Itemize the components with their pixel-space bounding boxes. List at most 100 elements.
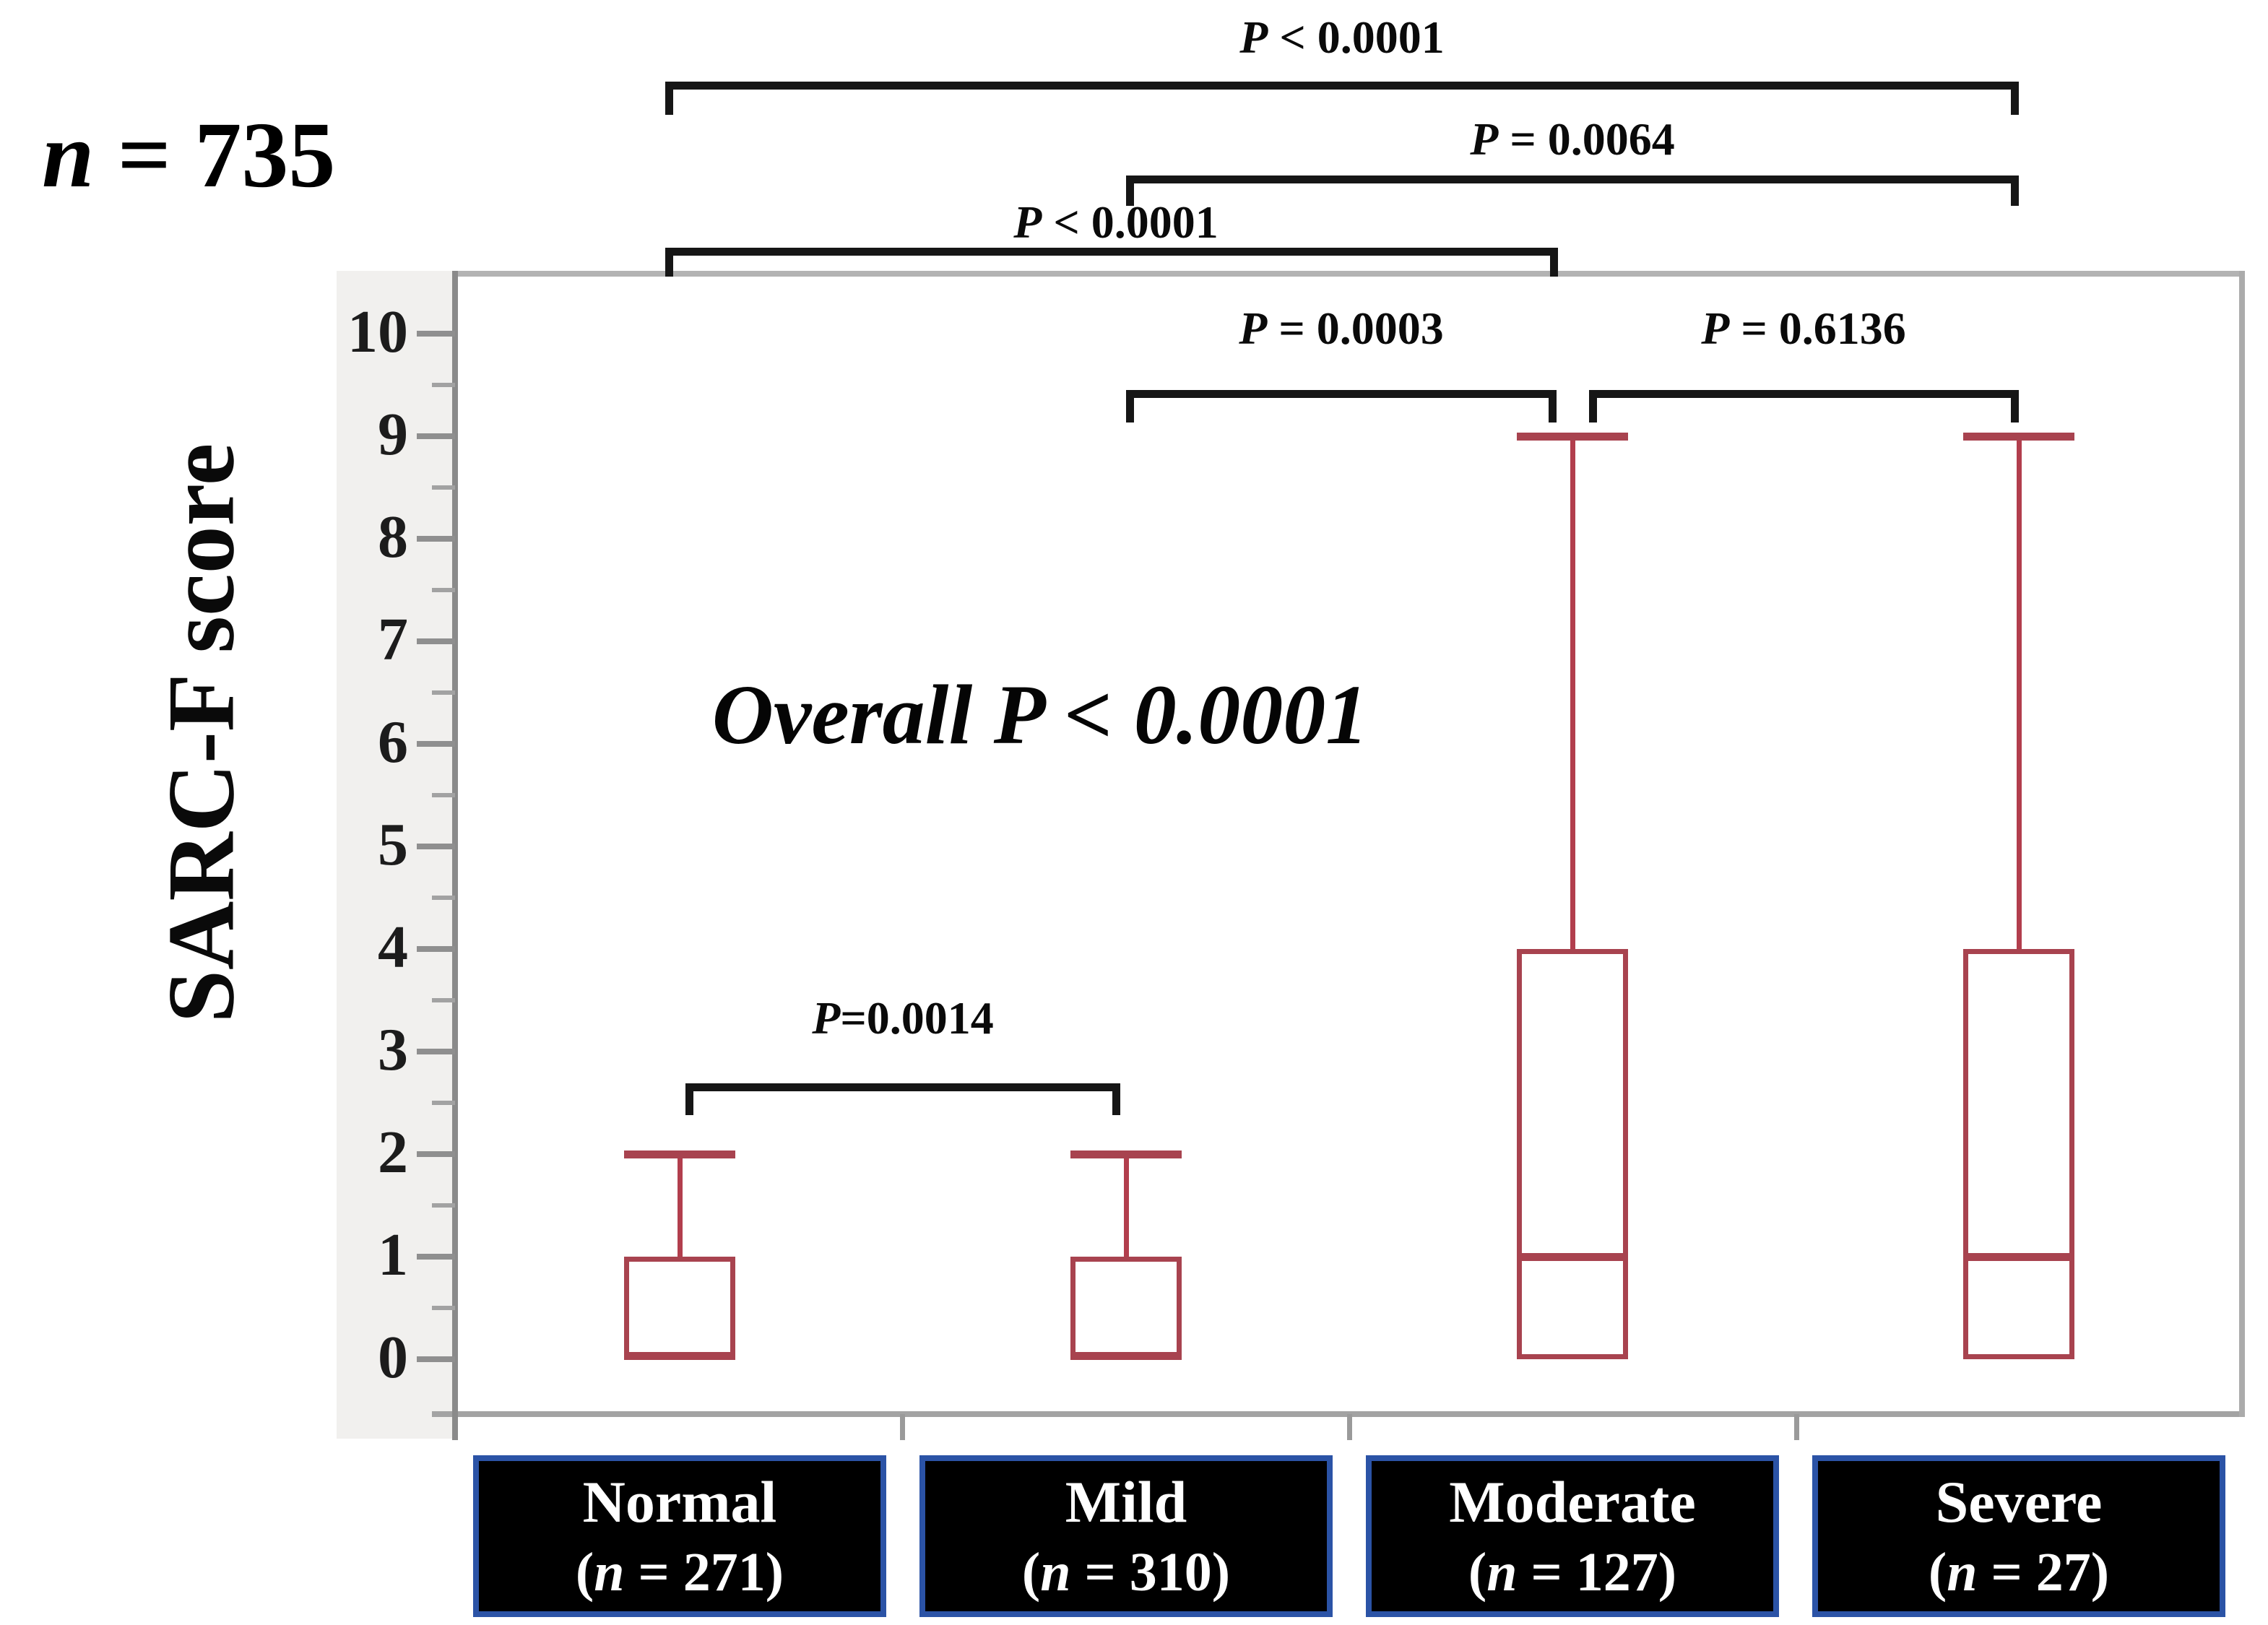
whisker-cap-severe <box>1963 433 2074 441</box>
y-tick-label: 9 <box>378 401 408 468</box>
y-tick-label: 1 <box>378 1221 408 1288</box>
y-tick-label: 8 <box>378 503 408 571</box>
y-major-tick <box>417 638 455 644</box>
y-axis-tick-strip <box>337 271 455 1439</box>
category-count: (n = 27) <box>1929 1545 2109 1600</box>
p-symbol: P <box>1013 196 1042 248</box>
y-major-tick <box>417 1049 455 1054</box>
comparison-bracket-tick-right <box>2011 176 2019 206</box>
whisker-cap-normal <box>624 1150 735 1158</box>
comparison-bracket-line <box>665 248 1558 256</box>
y-minor-tick <box>432 998 455 1002</box>
sample-size-n-symbol: n <box>42 103 95 207</box>
p-symbol: P <box>1470 113 1499 165</box>
count-text: ( <box>575 1542 594 1603</box>
category-count: (n = 127) <box>1468 1545 1676 1600</box>
median-line-mild <box>1070 1352 1182 1360</box>
count-n-symbol: n <box>594 1542 625 1603</box>
y-tick-label: 7 <box>378 606 408 673</box>
category-count: (n = 271) <box>576 1545 784 1600</box>
p-value-label: P = 0.6136 <box>1701 302 1906 355</box>
comparison-bracket-tick-right <box>2011 82 2019 115</box>
y-minor-tick <box>432 588 455 592</box>
sample-size-value: = 735 <box>94 103 336 207</box>
comparison-bracket-tick-right <box>1112 1083 1120 1115</box>
box-plot-mild <box>1070 1257 1182 1359</box>
category-divider-tick <box>1347 1414 1352 1440</box>
category-name: Normal <box>582 1469 777 1535</box>
category-label-moderate: Moderate (n = 127) <box>1366 1455 1779 1617</box>
count-text: ( <box>1928 1542 1947 1603</box>
comparison-bracket-tick-left <box>1126 390 1134 422</box>
y-major-tick <box>417 331 455 337</box>
count-n-symbol: n <box>1947 1542 1978 1603</box>
p-value-label: P < 0.0001 <box>1013 196 1219 249</box>
y-minor-tick <box>432 1203 455 1208</box>
comparison-bracket-tick-left <box>665 248 673 277</box>
category-label-normal: Normal (n = 271) <box>473 1455 886 1617</box>
plot-frame-right <box>2239 271 2245 1417</box>
p-value-label: P = 0.0064 <box>1470 113 1675 166</box>
comparison-bracket-tick-right <box>1550 248 1558 277</box>
p-value-label: P < 0.0001 <box>1239 11 1445 64</box>
plot-frame-top <box>452 271 2245 277</box>
p-value-text: < 0.0001 <box>1042 196 1219 248</box>
box-plot-moderate <box>1517 949 1628 1359</box>
y-minor-tick <box>432 793 455 797</box>
p-symbol: P <box>1701 303 1730 354</box>
comparison-bracket-line <box>665 82 2019 90</box>
whisker-cap-mild <box>1070 1150 1182 1158</box>
whisker-stem-normal <box>678 1154 683 1257</box>
y-tick-label: 4 <box>378 914 408 981</box>
overall-p-label: Overall P < 0.0001 <box>711 667 1369 762</box>
median-line-moderate <box>1517 1253 1628 1261</box>
comparison-bracket-tick-right <box>1549 390 1557 422</box>
comparison-bracket-tick-left <box>685 1083 693 1115</box>
y-tick-label: 0 <box>378 1324 408 1391</box>
y-tick-label: 6 <box>378 708 408 776</box>
comparison-bracket-line <box>685 1083 1120 1091</box>
box-plot-severe <box>1963 949 2074 1359</box>
plot-frame-bottom <box>432 1411 2245 1417</box>
count-text: = 27) <box>1977 1542 2110 1603</box>
p-value-text: = 0.0003 <box>1267 303 1444 354</box>
category-divider-tick <box>900 1414 905 1440</box>
y-axis-line <box>452 271 458 1439</box>
comparison-bracket-tick-left <box>665 82 673 115</box>
whisker-stem-moderate <box>1570 436 1575 949</box>
p-value-text: = 0.0064 <box>1498 113 1675 165</box>
box-plot-normal <box>624 1257 735 1359</box>
y-tick-label: 2 <box>378 1119 408 1186</box>
comparison-bracket-line <box>1126 176 2019 183</box>
comparison-bracket-tick-left <box>1126 176 1134 206</box>
y-major-tick <box>417 844 455 849</box>
count-n-symbol: n <box>1040 1542 1071 1603</box>
category-name: Severe <box>1935 1469 2103 1535</box>
sample-size-label: n = 735 <box>42 101 335 209</box>
category-name: Moderate <box>1449 1469 1696 1535</box>
whisker-stem-severe <box>2017 436 2022 949</box>
p-value-label: P = 0.0003 <box>1239 302 1444 355</box>
y-major-tick <box>417 433 455 439</box>
count-text: = 127) <box>1517 1542 1677 1603</box>
count-text: ( <box>1468 1542 1487 1603</box>
y-minor-tick <box>432 1101 455 1105</box>
p-symbol: P <box>812 992 841 1044</box>
y-major-tick <box>417 536 455 542</box>
comparison-bracket-line <box>1126 390 1557 398</box>
median-line-severe <box>1963 1253 2074 1261</box>
y-minor-tick <box>432 896 455 900</box>
p-value-text: < 0.0001 <box>1268 12 1445 63</box>
y-major-tick <box>417 1151 455 1157</box>
whisker-stem-mild <box>1124 1154 1129 1257</box>
median-line-normal <box>624 1352 735 1360</box>
category-count: (n = 310) <box>1022 1545 1230 1600</box>
y-axis-overshoot <box>452 1414 458 1440</box>
comparison-bracket-line <box>1589 390 2019 398</box>
y-major-tick <box>417 1254 455 1260</box>
count-n-symbol: n <box>1486 1542 1518 1603</box>
p-value-text: = 0.6136 <box>1729 303 1906 354</box>
y-major-tick <box>417 946 455 952</box>
